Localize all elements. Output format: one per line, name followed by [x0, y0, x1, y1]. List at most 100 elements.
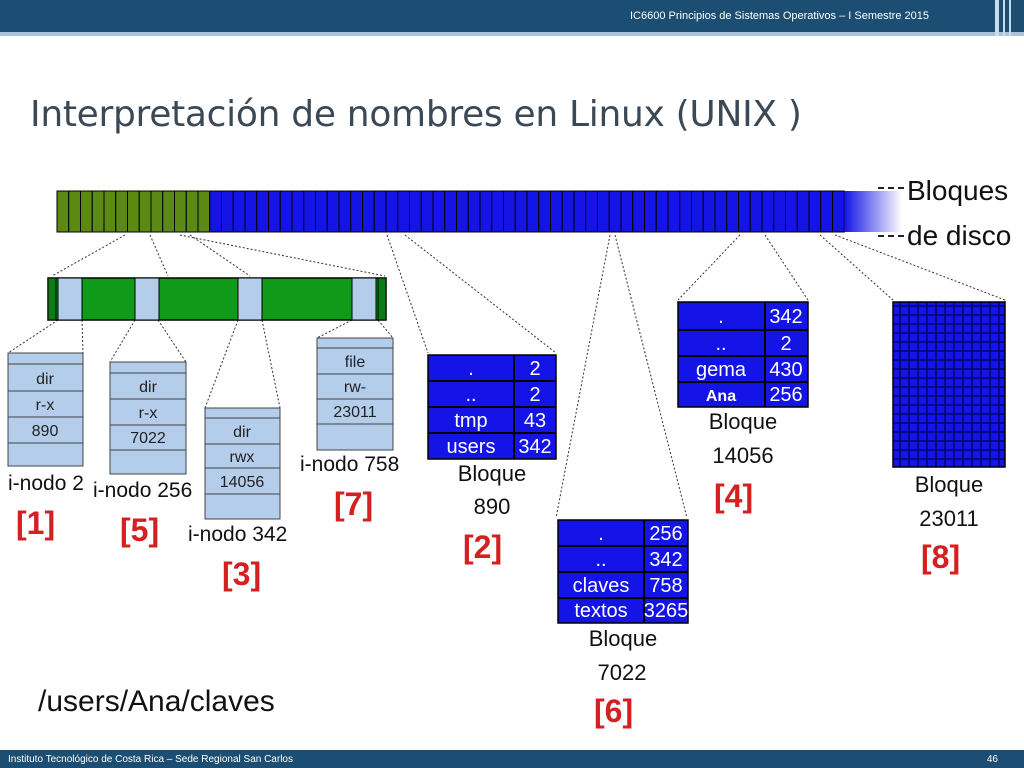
- footer-institution: Instituto Tecnológico de Costa Rica – Se…: [8, 754, 293, 765]
- step-tag: [6]: [594, 693, 633, 729]
- disk-block-cell: [185, 190, 199, 233]
- step-tag: [3]: [222, 556, 261, 592]
- disk-block-cell: [644, 190, 657, 233]
- disk-block-cell: [808, 190, 822, 233]
- disk-block-cell: [561, 190, 575, 233]
- disk-block-cell: [691, 190, 704, 233]
- disk-block-cell: [573, 190, 587, 233]
- inode-758: file rw- 23011 i-nodo 758 [7]: [300, 337, 399, 522]
- disk-block-cell: [150, 190, 164, 233]
- disk-block-cell: [585, 190, 598, 233]
- page-number: 46: [986, 754, 998, 765]
- inode-label: i-nodo 758: [300, 453, 399, 476]
- slide-title: Interpretación de nombres en Linux (UNIX…: [30, 94, 802, 135]
- header-decoration: [995, 0, 999, 36]
- disk-block-cell: [702, 190, 716, 233]
- disk-block-cell: [467, 190, 481, 233]
- inode-field: dir: [233, 424, 251, 441]
- disk-block-cell: [362, 190, 375, 233]
- step-tag: [1]: [16, 505, 55, 541]
- disk-block-cell: [373, 190, 387, 233]
- disk-block-cell: [397, 190, 410, 233]
- header-decoration: [1003, 0, 1005, 36]
- disk-block-cell: [679, 190, 692, 233]
- dir-entry-inode: 256: [649, 523, 682, 545]
- inode-256: dir r-x 7022 i-nodo 256 [5]: [93, 361, 192, 548]
- disk-block-cell: [326, 190, 340, 233]
- inode-field: dir: [36, 371, 54, 388]
- disk-block-cell: [456, 190, 469, 233]
- disk-block-cell: [761, 190, 775, 233]
- step-tag: [7]: [334, 486, 373, 522]
- dir-entry-inode: 2: [529, 384, 540, 406]
- disk-block-cell: [68, 190, 81, 233]
- inode-table-strip: [47, 277, 387, 321]
- inode-field: r-x: [36, 397, 55, 414]
- data-block-23011: Bloque 23011 [8]: [892, 301, 1006, 575]
- disk-block-cell: [479, 190, 493, 233]
- step-tag: [4]: [714, 478, 753, 514]
- footer-bar: Instituto Tecnológico de Costa Rica – Se…: [0, 750, 1024, 768]
- block-number: 890: [474, 494, 511, 519]
- inode-2: dir r-x 890 i-nodo 2 [1]: [7, 352, 84, 541]
- disk-block-cell: [279, 190, 293, 233]
- block-label: Bloque: [589, 626, 658, 651]
- disk-block-cell: [538, 190, 551, 233]
- step-tag: [2]: [463, 529, 502, 565]
- dir-entry-name: claves: [573, 575, 630, 597]
- dir-entry-name: textos: [574, 600, 627, 622]
- disk-block-cell: [832, 190, 845, 233]
- dir-entry-inode: 342: [769, 306, 802, 328]
- inode-field: dir: [139, 379, 157, 396]
- dir-entry-inode: 430: [769, 359, 802, 381]
- inode-label: i-nodo 342: [188, 523, 287, 546]
- inode-field: r-x: [139, 405, 158, 422]
- inode-field: 14056: [220, 474, 265, 491]
- inode-field: file: [345, 354, 366, 371]
- inode-field: rwx: [230, 449, 255, 466]
- inode-label: i-nodo 2: [8, 472, 84, 495]
- dir-entry-name: .: [598, 523, 604, 545]
- connector-lines: [7, 234, 1006, 519]
- dir-entry-inode: 342: [518, 436, 551, 458]
- resolved-path: /users/Ana/claves: [38, 685, 275, 718]
- disk-block-cell: [232, 190, 246, 233]
- dir-entry-inode: 3265: [644, 600, 689, 622]
- disk-block-cell: [338, 190, 352, 233]
- step-tag: [8]: [921, 539, 960, 575]
- disk-block-cell: [444, 190, 457, 233]
- disk-block-cell: [726, 190, 739, 233]
- disk-block-cell: [115, 190, 128, 233]
- disk-block-cell: [773, 190, 786, 233]
- disk-block-cell: [385, 190, 399, 233]
- dir-entry-name: tmp: [454, 410, 487, 432]
- disk-block-cell: [303, 190, 316, 233]
- disk-label-line1: Bloques: [907, 175, 1008, 206]
- directory-block-14056: . 342 .. 2 gema 430 Ana 256 Bloque 14056…: [677, 301, 809, 514]
- block-number: 14056: [712, 443, 773, 468]
- disk-block-cell: [432, 190, 446, 233]
- disk-block-cell: [738, 190, 751, 233]
- disk-block-cell: [514, 190, 528, 233]
- dir-entry-name: Ana: [706, 388, 736, 405]
- disk-block-cell: [209, 190, 222, 233]
- disk-block-cell: [291, 190, 305, 233]
- block-label: Bloque: [915, 472, 984, 497]
- dir-entry-name: gema: [696, 359, 747, 381]
- disk-block-cell: [608, 190, 622, 233]
- disk-block-cell: [632, 190, 645, 233]
- disk-block-cell: [655, 190, 669, 233]
- disk-block-cell: [820, 190, 833, 233]
- inode-label: i-nodo 256: [93, 479, 192, 502]
- disk-block-cell: [127, 190, 140, 233]
- disk-block-cell: [785, 190, 798, 233]
- directory-block-890: . 2 .. 2 tmp 43 users 342 Bloque 890 [2]: [427, 354, 557, 565]
- dir-entry-name: ..: [595, 549, 606, 571]
- block-label: Bloque: [709, 409, 778, 434]
- disk-block-cell: [409, 190, 422, 233]
- dir-entry-inode: 758: [649, 575, 682, 597]
- disk-block-cell: [714, 190, 728, 233]
- dir-entry-name: .: [718, 306, 724, 328]
- inode-field: rw-: [344, 379, 366, 396]
- disk-block-cell: [256, 190, 269, 233]
